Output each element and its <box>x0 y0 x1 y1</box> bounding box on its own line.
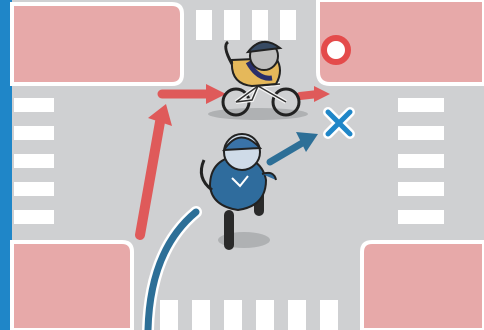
sidewalk-top-left <box>12 4 182 84</box>
sidewalk-bottom-right <box>362 242 484 330</box>
sidewalk-bottom-left <box>12 242 132 330</box>
correct-circle-mark <box>324 38 348 62</box>
